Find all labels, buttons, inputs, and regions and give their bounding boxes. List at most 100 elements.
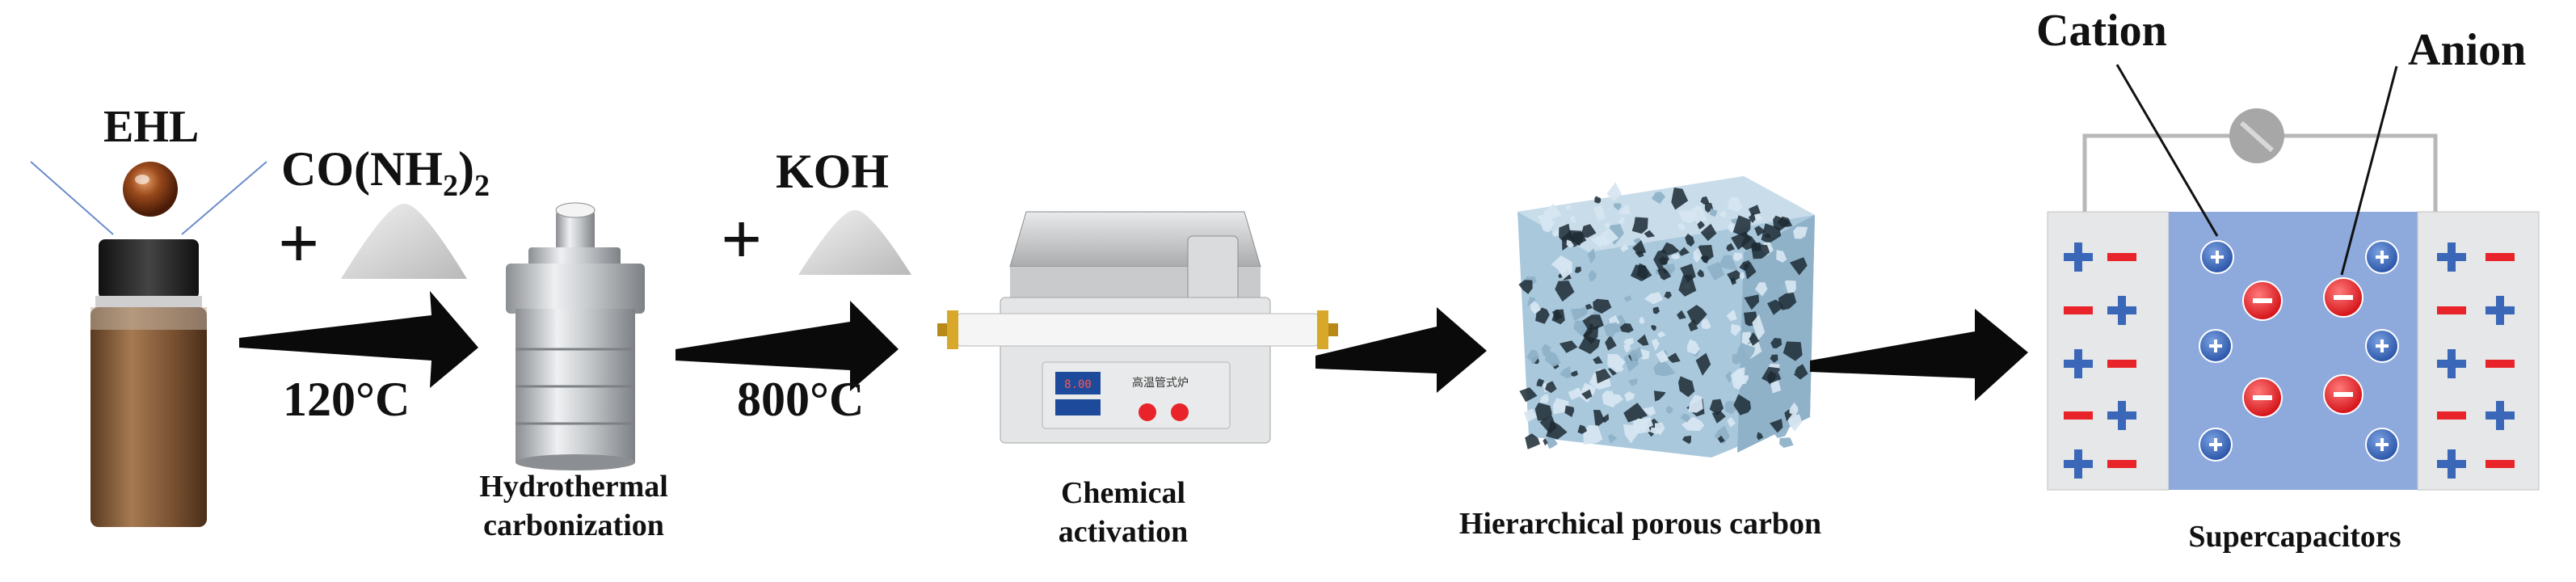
pore-flake (1636, 263, 1648, 280)
pore-flake (1639, 316, 1645, 325)
furnace-button-1 (1139, 403, 1156, 421)
pore-flake (1741, 331, 1751, 346)
furnace-panel-label: 高温管式炉 (1132, 376, 1189, 390)
pore-flake (1537, 213, 1554, 227)
plus-sign-2: + (721, 200, 763, 280)
electrode-right (2417, 211, 2540, 491)
hydrothermal-line2: carbonization (483, 508, 664, 542)
pore-flake (1642, 406, 1656, 416)
pore-flake (1651, 192, 1666, 205)
pore-flake (1579, 324, 1585, 331)
temp-120: 120°C (283, 373, 410, 426)
temp-800: 800°C (737, 373, 865, 426)
pore-flake (1682, 435, 1691, 445)
pore-flake (1555, 280, 1575, 302)
pore-flake (1577, 306, 1589, 317)
pore-flake (1685, 234, 1695, 247)
anion-label: Anion (2408, 25, 2527, 75)
pore-flake (1544, 350, 1561, 367)
pore-flake (1593, 356, 1603, 365)
cation-ion (2199, 428, 2233, 462)
cation-label: Cation (2036, 6, 2167, 56)
pore-flake (1687, 339, 1701, 355)
pore-flake (1604, 222, 1611, 230)
ehl-label: EHL (103, 102, 200, 152)
chemical-line1: Chemical (1060, 476, 1186, 510)
pore-flake (1688, 394, 1703, 413)
urea-prefix: CO(NH (281, 142, 443, 196)
plus-charge (2437, 349, 2466, 378)
pore-flake (1701, 318, 1711, 330)
pore-flake (1628, 377, 1638, 386)
pore-flake (1707, 261, 1725, 281)
pore-flake (1588, 269, 1597, 282)
pore-flake (1631, 217, 1648, 234)
cation-ion (2200, 240, 2234, 274)
pore-flake (1793, 364, 1808, 380)
pore-flake (1700, 196, 1710, 205)
pore-flake (1778, 365, 1795, 380)
pore-flake (1727, 270, 1744, 283)
pore-flake (1535, 307, 1550, 324)
supercap-caption: Supercapacitors (2188, 520, 2401, 554)
pore-flake (1653, 390, 1666, 402)
chemical-caption: Chemical activation (1018, 474, 1228, 551)
bottle-body (90, 307, 207, 527)
pore-flake (1726, 309, 1737, 322)
pore-flake (1564, 205, 1572, 210)
pore-flake (1762, 366, 1784, 383)
plus-charge (2064, 242, 2093, 272)
pore-flake (1595, 369, 1611, 384)
pore-flake (1749, 331, 1760, 346)
bottle-cap (99, 239, 199, 299)
pore-flake (1613, 203, 1622, 210)
pore-flake (1605, 335, 1617, 351)
pore-flake (1594, 196, 1602, 204)
plus-charge (2437, 242, 2466, 272)
pore-flake (1606, 182, 1623, 201)
pore-flake (1770, 338, 1783, 348)
sketch-line-left (30, 161, 114, 235)
pore-flake (1748, 205, 1761, 216)
pore-flake (1651, 338, 1660, 352)
pore-flake (1530, 301, 1541, 314)
pore-flake (1593, 205, 1606, 221)
pore-flake (1700, 255, 1709, 264)
pore-flake (1728, 196, 1743, 212)
pore-flake (1697, 221, 1705, 230)
chemical-line2: activation (1058, 515, 1189, 549)
pore-flake (1770, 419, 1783, 433)
pore-flake (1581, 224, 1597, 238)
pore-flake (1755, 282, 1768, 297)
arrow-3 (1315, 307, 1487, 393)
pore-flake (1541, 344, 1551, 356)
pore-flake (1593, 410, 1606, 428)
pore-flake (1695, 352, 1711, 376)
pore-flake (1656, 331, 1666, 338)
pore-flake (1577, 424, 1588, 434)
pore-flake (1739, 259, 1749, 272)
porous-carbon-block (1517, 176, 1815, 458)
pore-flake (1700, 223, 1717, 242)
pore-flake (1678, 247, 1690, 256)
pore-flake (1717, 435, 1725, 444)
pore-flake (1783, 341, 1803, 361)
anion-ion (2242, 280, 2283, 321)
plus-charge (2107, 401, 2136, 430)
pore-flake (1623, 338, 1635, 347)
pore-flake (1682, 416, 1705, 432)
pore-flake (1657, 267, 1672, 280)
pore-flake (1636, 334, 1649, 346)
pore-flake (1733, 394, 1751, 415)
pore-flake (1666, 352, 1681, 363)
minus-charge (2107, 360, 2136, 368)
pore-flake (1583, 326, 1599, 344)
pore-flake (1644, 292, 1664, 305)
cation-ion (2199, 329, 2233, 363)
pore-flake (1776, 250, 1787, 263)
hydrothermal-caption: Hydrothermal carbonization (452, 467, 695, 545)
pore-flake (1623, 344, 1631, 353)
pore-flake (1609, 315, 1620, 326)
pore-flake (1518, 280, 1533, 294)
pore-flake (1793, 226, 1808, 239)
